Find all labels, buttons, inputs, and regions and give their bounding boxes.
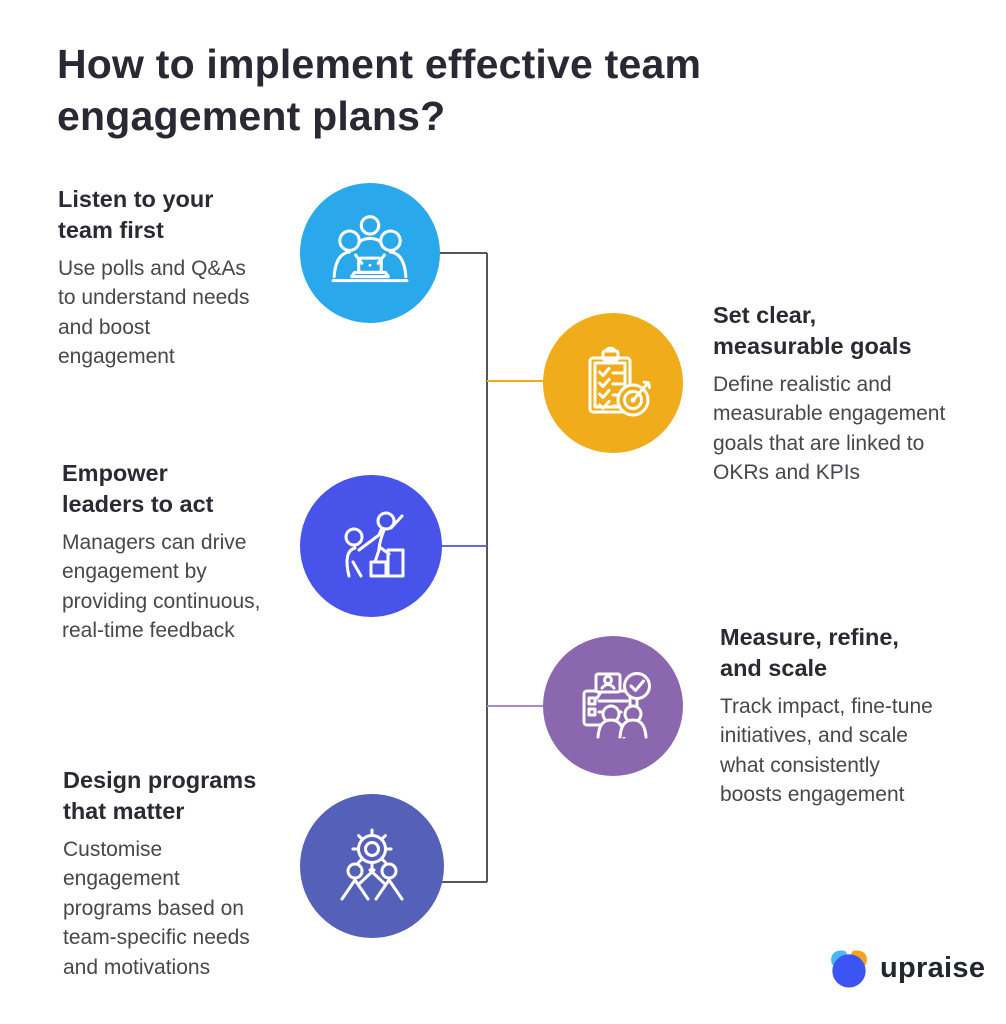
team-collaboration-icon [331, 215, 409, 283]
step-title: Measure, refine, and scale [720, 624, 899, 681]
step-title: Set clear, measurable goals [713, 302, 912, 359]
step-empower-circle [300, 475, 442, 617]
step-design-circle [300, 794, 444, 938]
upraise-logo-text: upraise [880, 951, 986, 984]
step-goals-text: Set clear, measurable goals Define reali… [713, 300, 945, 488]
step-description: Managers can drive engagement by providi… [62, 531, 261, 643]
step-title: Empower leaders to act [62, 460, 214, 517]
step-empower-text: Empower leaders to act Managers can driv… [62, 458, 260, 646]
step-measure-circle [543, 636, 683, 776]
step-title: Design programs that matter [63, 767, 257, 824]
step-title: Listen to your team first [58, 186, 214, 243]
upraise-logo: upraise [828, 948, 985, 988]
review-feedback-icon [582, 672, 651, 739]
gear-teamwork-icon [340, 828, 404, 901]
step-goals-circle [543, 313, 683, 453]
step-description: Track impact, fine-tune initiatives, and… [720, 695, 933, 807]
step-description: Define realistic and measurable engageme… [713, 373, 946, 485]
step-design-text: Design programs that matter Customise en… [63, 765, 256, 982]
step-listen-circle [300, 183, 440, 323]
page-title: How to implement effective team engageme… [57, 41, 702, 140]
upraise-logo-mark [831, 950, 867, 988]
clipboard-target-icon [588, 346, 651, 417]
step-description: Use polls and Q&As to understand needs a… [58, 257, 250, 369]
leader-helping-icon [344, 511, 405, 578]
step-measure-text: Measure, refine, and scale Track impact,… [720, 622, 933, 810]
step-listen-text: Listen to your team first Use polls and … [58, 184, 249, 372]
step-description: Customise engagement programs based on t… [63, 838, 250, 979]
